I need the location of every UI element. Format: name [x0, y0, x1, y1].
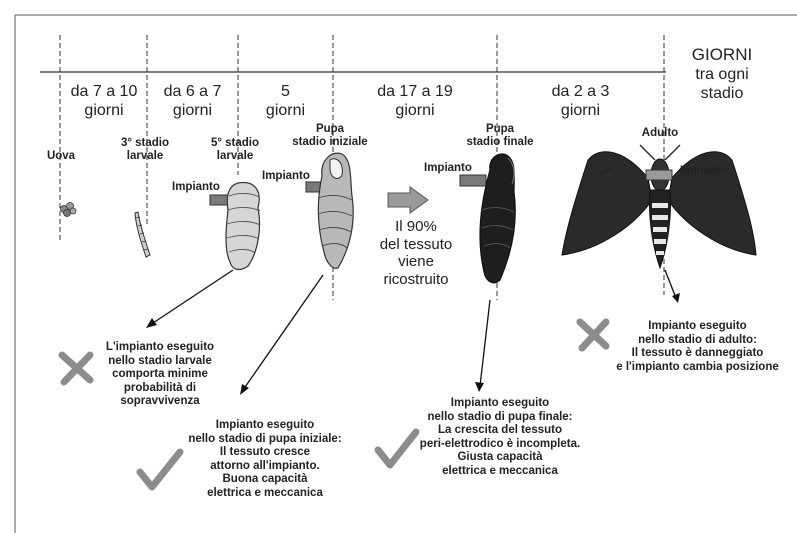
period-2-days: da 6 a 7 — [147, 82, 238, 101]
tissue-rebuild-line4: ricostruito — [366, 271, 466, 289]
period-3-days: 5 — [238, 82, 333, 101]
note-late-pupa-line5: Giusta capacità — [405, 451, 595, 465]
tissue-rebuild-line3: viene — [366, 253, 466, 271]
note-larval-line2: nello stadio larvale — [85, 355, 235, 369]
period-1: da 7 a 10 giorni — [60, 82, 148, 120]
stage-label-egg: Uova — [36, 150, 86, 163]
early-pupa-illustration — [318, 153, 353, 268]
implant-rod-adult — [646, 170, 672, 180]
stage-label-larva-3-line2: larvale — [110, 150, 180, 163]
header-subtitle-2: stadio — [682, 85, 762, 103]
note-early-pupa-line3: Il tessuto cresce — [180, 446, 350, 460]
note-adult-implant: Impianto eseguito nello stadio di adulto… — [610, 320, 785, 374]
larva-3-illustration — [135, 212, 150, 257]
note-late-pupa-line2: nello stadio di pupa finale: — [405, 411, 595, 425]
implant-label-late-pupa: Impianto — [424, 162, 472, 175]
note-early-pupa-line2: nello stadio di pupa iniziale: — [180, 433, 350, 447]
stage-label-early-pupa-line1: Pupa — [285, 123, 375, 136]
period-5-unit: giorni — [497, 101, 664, 120]
egg-illustration — [61, 203, 77, 217]
note-larval-line1: L'impianto eseguito — [85, 341, 235, 355]
check-mark-icon — [140, 452, 180, 487]
note-larval-line3: comporta minime — [85, 368, 235, 382]
note-adult-line4: e l'impianto cambia posizione — [610, 361, 785, 375]
tissue-rebuild-text: Il 90% del tessuto viene ricostruito — [366, 218, 466, 288]
stage-label-late-pupa-line2: stadio finale — [460, 136, 540, 149]
note-larval-implant: L'impianto eseguito nello stadio larvale… — [85, 341, 235, 409]
header-subtitle-1: tra ogni — [682, 66, 762, 84]
note-early-pupa-line1: Impianto eseguito — [180, 419, 350, 433]
period-5: da 2 a 3 giorni — [497, 82, 664, 120]
note-adult-line3: Il tessuto è danneggiato — [610, 347, 785, 361]
implant-label-early-pupa: Impianto — [262, 170, 310, 183]
period-5-days: da 2 a 3 — [497, 82, 664, 101]
stage-label-larva-3: 3° stadio larvale — [110, 137, 180, 163]
note-adult-line2: nello stadio di adulto: — [610, 334, 785, 348]
period-3: 5 giorni — [238, 82, 333, 120]
period-2-unit: giorni — [147, 101, 238, 120]
note-late-pupa-line4: peri-elettrodico è incompleta. — [405, 438, 595, 452]
stage-label-larva-5-line2: larvale — [200, 150, 270, 163]
stage-label-larva-5: 5° stadio larvale — [200, 137, 270, 163]
note-late-pupa-implant: Impianto eseguito nello stadio di pupa f… — [405, 397, 595, 478]
stage-label-early-pupa-line2: stadio iniziale — [285, 136, 375, 149]
stage-label-larva-3-line1: 3° stadio — [110, 137, 180, 150]
note-early-pupa-line6: elettrica e meccanica — [180, 487, 350, 501]
cross-mark-icon — [580, 322, 606, 348]
period-1-unit: giorni — [60, 101, 148, 120]
larva-5-illustration — [226, 183, 260, 270]
header-title: GIORNI — [682, 46, 762, 64]
period-3-unit: giorni — [238, 101, 333, 120]
stage-label-late-pupa-line1: Pupa — [460, 123, 540, 136]
late-pupa-illustration — [480, 154, 515, 283]
stage-label-early-pupa: Pupa stadio iniziale — [285, 123, 375, 149]
note-late-pupa-line3: La crescita del tessuto — [405, 424, 595, 438]
stage-label-late-pupa: Pupa stadio finale — [460, 123, 540, 149]
transition-arrow — [388, 187, 428, 213]
tissue-rebuild-line1: Il 90% — [366, 218, 466, 236]
period-2: da 6 a 7 giorni — [147, 82, 238, 120]
note-larval-line4: probabilità di — [85, 382, 235, 396]
period-4-unit: giorni — [333, 101, 497, 120]
tissue-rebuild-line2: del tessuto — [366, 236, 466, 254]
note-larval-line5: sopravvivenza — [85, 395, 235, 409]
period-4-days: da 17 a 19 — [333, 82, 497, 101]
note-late-pupa-line6: elettrica e meccanica — [405, 465, 595, 479]
note-early-pupa-implant: Impianto eseguito nello stadio di pupa i… — [180, 419, 350, 500]
note-adult-line1: Impianto eseguito — [610, 320, 785, 334]
note-early-pupa-line4: attorno all'impianto. — [180, 460, 350, 474]
implant-label-adult: Impianto — [680, 165, 728, 178]
stage-label-larva-5-line1: 5° stadio — [200, 137, 270, 150]
implant-rod-late-pupa — [460, 175, 486, 186]
note-early-pupa-line5: Buona capacità — [180, 473, 350, 487]
period-1-days: da 7 a 10 — [60, 82, 148, 101]
stage-label-adult: Adulto — [630, 127, 690, 140]
timeline — [40, 35, 666, 300]
adult-moth-illustration — [562, 145, 756, 268]
implant-label-larva: Impianto — [172, 181, 220, 194]
period-4: da 17 a 19 giorni — [333, 82, 497, 120]
note-late-pupa-line1: Impianto eseguito — [405, 397, 595, 411]
